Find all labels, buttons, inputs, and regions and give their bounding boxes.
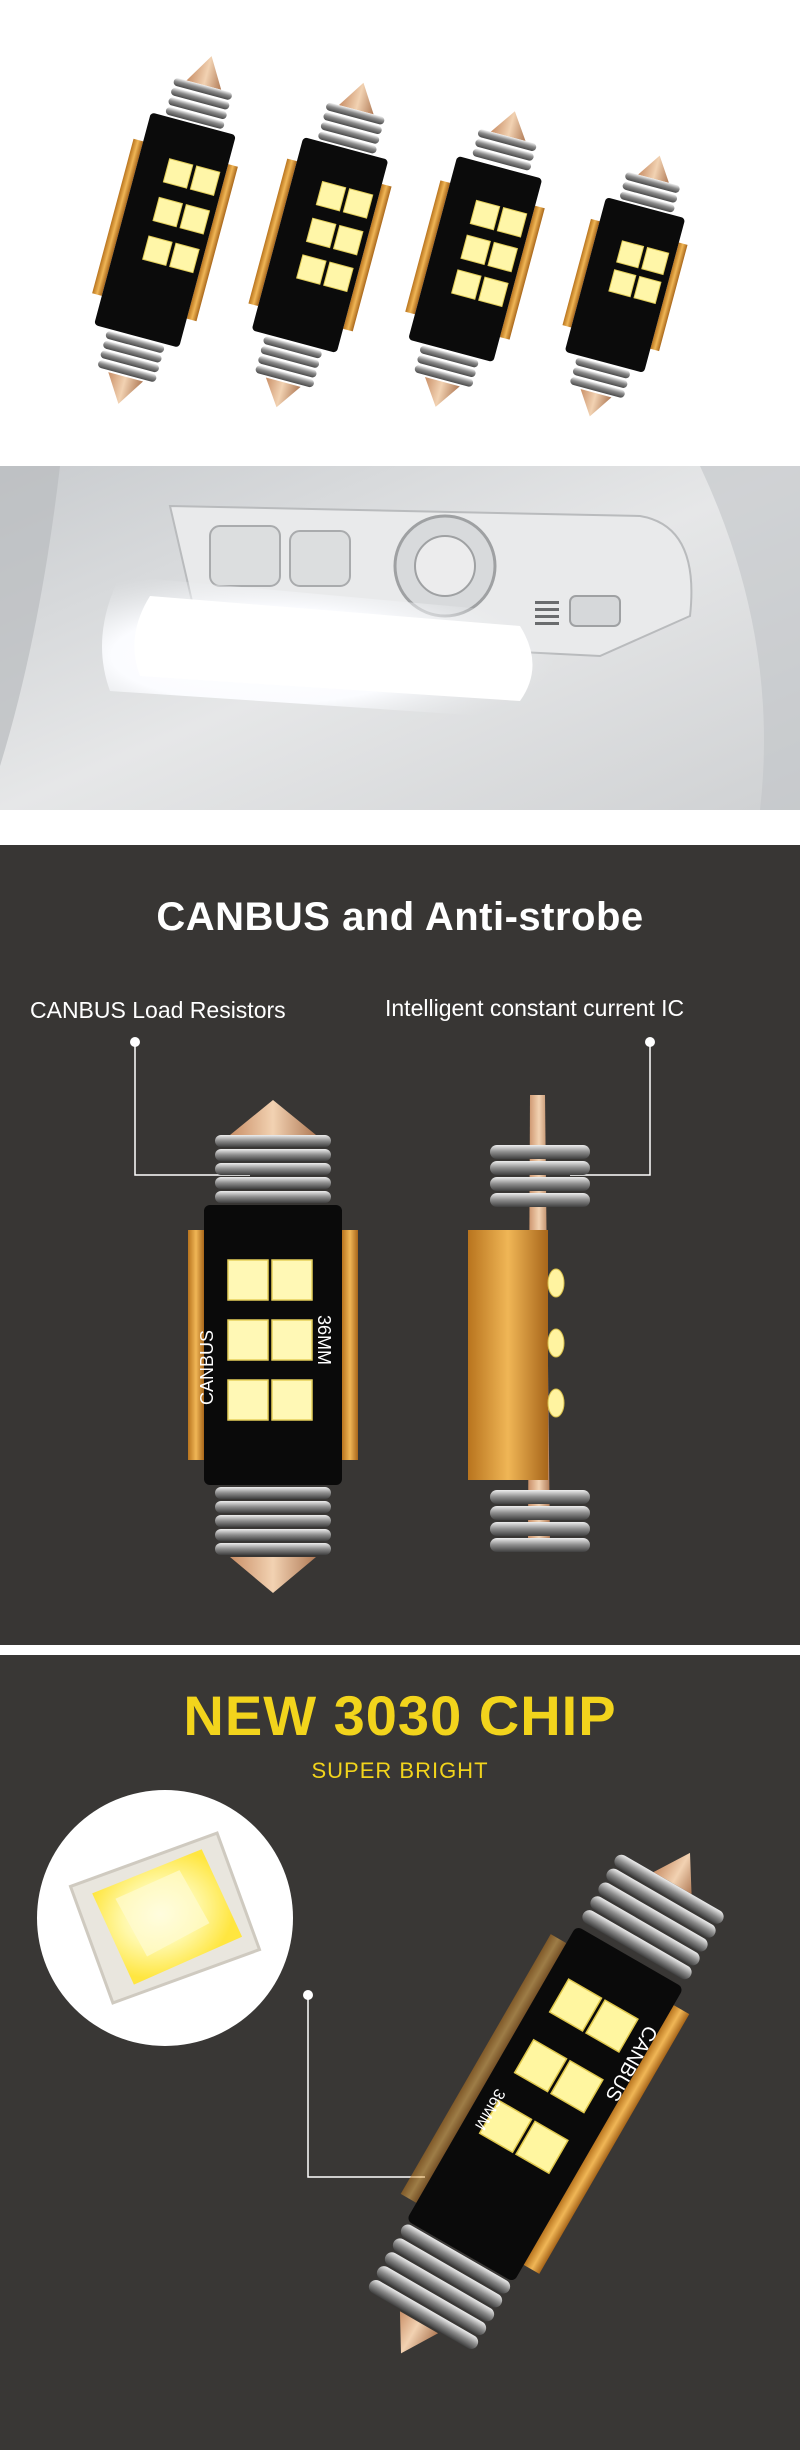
bulb-31mm <box>562 155 688 417</box>
coil-bottom <box>98 331 165 382</box>
bulb-brand-text: CANBUS <box>197 1330 217 1405</box>
bulb-size-text: 36MM <box>314 1315 334 1365</box>
bulb-front-view: CANBUS 36MM <box>188 1100 358 1593</box>
product-lineup <box>0 0 800 466</box>
canbus-title: CANBUS and Anti-strobe <box>156 895 644 939</box>
callout-load-resistors: CANBUS Load Resistors <box>30 997 286 1023</box>
bulb-36mm <box>405 111 545 407</box>
section-divider <box>0 1645 800 1655</box>
callout-constant-current-ic: Intelligent constant current IC <box>385 995 685 1021</box>
magnified-chip <box>37 1790 293 2046</box>
chip-feature-panel: NEW 3030 CHIP SUPER BRIGHT <box>0 1655 800 2450</box>
coil-top <box>165 78 232 129</box>
car-interior-illustration <box>0 466 800 810</box>
chip-diagram: CANBUS 36MM <box>37 1790 724 2354</box>
bulb-39mm <box>248 82 392 408</box>
callout-line-left <box>134 1042 250 1176</box>
bulb-41mm <box>92 56 238 404</box>
chip-title: NEW 3030 CHIP <box>183 1684 617 1747</box>
canbus-feature-panel: CANBUS and Anti-strobe CANBUS Load Resis… <box>0 845 800 1645</box>
bulb-side-view <box>468 1095 590 1552</box>
section-divider <box>0 810 800 845</box>
bulb-angled-view: CANBUS 36MM <box>368 1852 724 2354</box>
callout-line-chip <box>307 1995 425 2178</box>
callout-line-right <box>570 1042 651 1176</box>
product-lineup-illustration <box>92 56 688 417</box>
canbus-diagram: CANBUS 36MM <box>130 1037 655 1593</box>
callout-dot-left <box>130 1037 140 1047</box>
chip-subtitle: SUPER BRIGHT <box>311 1758 489 1783</box>
callout-dot-right <box>645 1037 655 1047</box>
car-interior-photo <box>0 466 800 810</box>
